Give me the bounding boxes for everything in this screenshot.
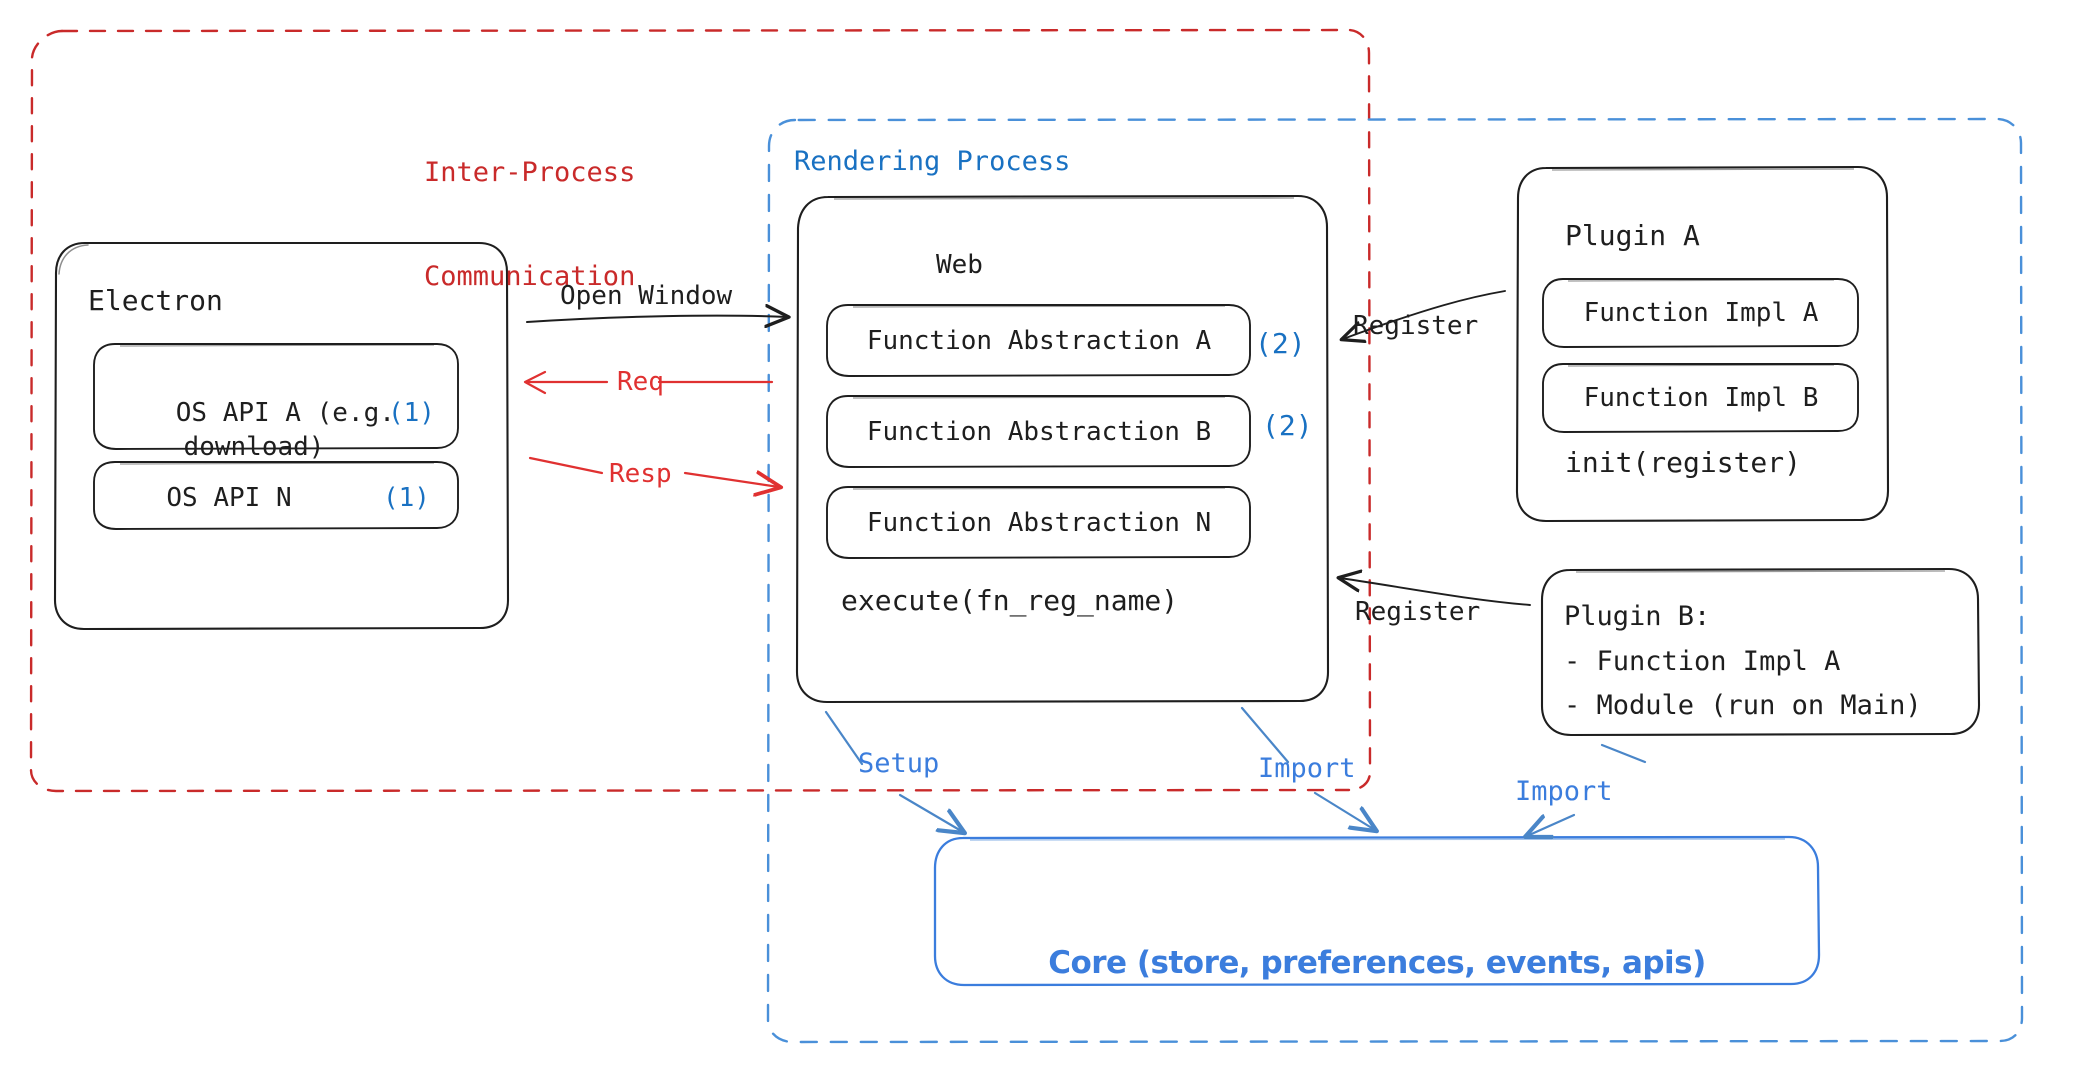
web-box	[795, 194, 1330, 704]
function-impl-a-label: Function Impl A	[1583, 298, 1819, 328]
plugin-b-box	[1540, 567, 1981, 737]
function-abstraction-b-label: Function Abstraction B	[866, 417, 1212, 447]
import-plugin-b-label: Import	[1515, 776, 1613, 807]
register-plugin-a-label: Register	[1353, 311, 1479, 341]
req-arrow	[523, 370, 774, 395]
os-api-n-box	[93, 461, 459, 530]
setup-label: Setup	[858, 748, 940, 779]
electron-box	[53, 241, 510, 631]
import-plugin-b-arrow	[1527, 743, 1647, 836]
os-api-a-text: OS API A (e.g. download)	[175, 398, 395, 462]
function-abstraction-a-box	[826, 304, 1251, 377]
ipc-label-line2: Communication	[424, 260, 636, 292]
setup-arrow	[824, 710, 963, 832]
open-window-label: Open Window	[560, 281, 733, 311]
function-abstraction-b-marker: (2)	[1262, 409, 1313, 442]
import-web-arrow	[1240, 706, 1375, 830]
core-box	[933, 835, 1821, 987]
function-abstraction-a-label: Function Abstraction A	[866, 326, 1212, 356]
os-api-n-marker: (1)	[383, 483, 430, 513]
function-impl-b-label: Function Impl B	[1583, 383, 1819, 413]
os-api-a-box	[93, 343, 459, 450]
rendering-process-boundary	[766, 117, 2024, 1044]
plugin-a-box	[1515, 165, 1890, 523]
function-impl-a-box	[1542, 278, 1859, 348]
core-text-block: Core (store, preferences, events, apis) …	[935, 856, 1819, 1066]
plugin-b-item-0: - Function Impl A	[1564, 646, 1841, 677]
function-abstraction-n-label: Function Abstraction N	[866, 508, 1212, 538]
ipc-region-boundary	[29, 28, 1372, 793]
core-line-1: Core (store, preferences, events, apis)	[1048, 944, 1706, 981]
register-plugin-a-arrow	[1343, 290, 1506, 339]
open-window-arrow	[526, 316, 787, 322]
plugin-b-item-1: - Module (run on Main)	[1564, 690, 1922, 721]
web-title: Web	[936, 250, 983, 280]
resp-label: Resp	[609, 459, 672, 489]
os-api-n-label: OS API N	[166, 483, 292, 513]
function-abstraction-b-box	[826, 395, 1251, 468]
electron-title: Electron	[88, 284, 223, 317]
plugin-a-init-label: init(register)	[1565, 446, 1802, 479]
register-plugin-b-arrow	[1340, 578, 1531, 606]
web-execute-label: execute(fn_reg_name)	[841, 584, 1179, 617]
os-api-a-label: OS API A (e.g. download)	[104, 364, 404, 497]
register-plugin-b-label: Register	[1355, 597, 1481, 627]
ipc-label-line1: Inter-Process	[424, 157, 636, 189]
plugin-a-title: Plugin A	[1565, 219, 1700, 252]
req-label: Req	[617, 367, 664, 397]
plugin-b-title: Plugin B:	[1564, 601, 1711, 632]
import-web-label: Import	[1258, 753, 1356, 784]
os-api-a-marker: (1)	[388, 398, 435, 428]
function-abstraction-a-marker: (2)	[1255, 327, 1306, 360]
resp-arrow	[528, 456, 779, 487]
function-abstraction-n-box	[826, 486, 1251, 559]
ipc-region-label: Inter-Process Communication	[424, 87, 635, 363]
function-impl-b-box	[1542, 363, 1859, 433]
rendering-process-label: Rendering Process	[794, 146, 1071, 177]
